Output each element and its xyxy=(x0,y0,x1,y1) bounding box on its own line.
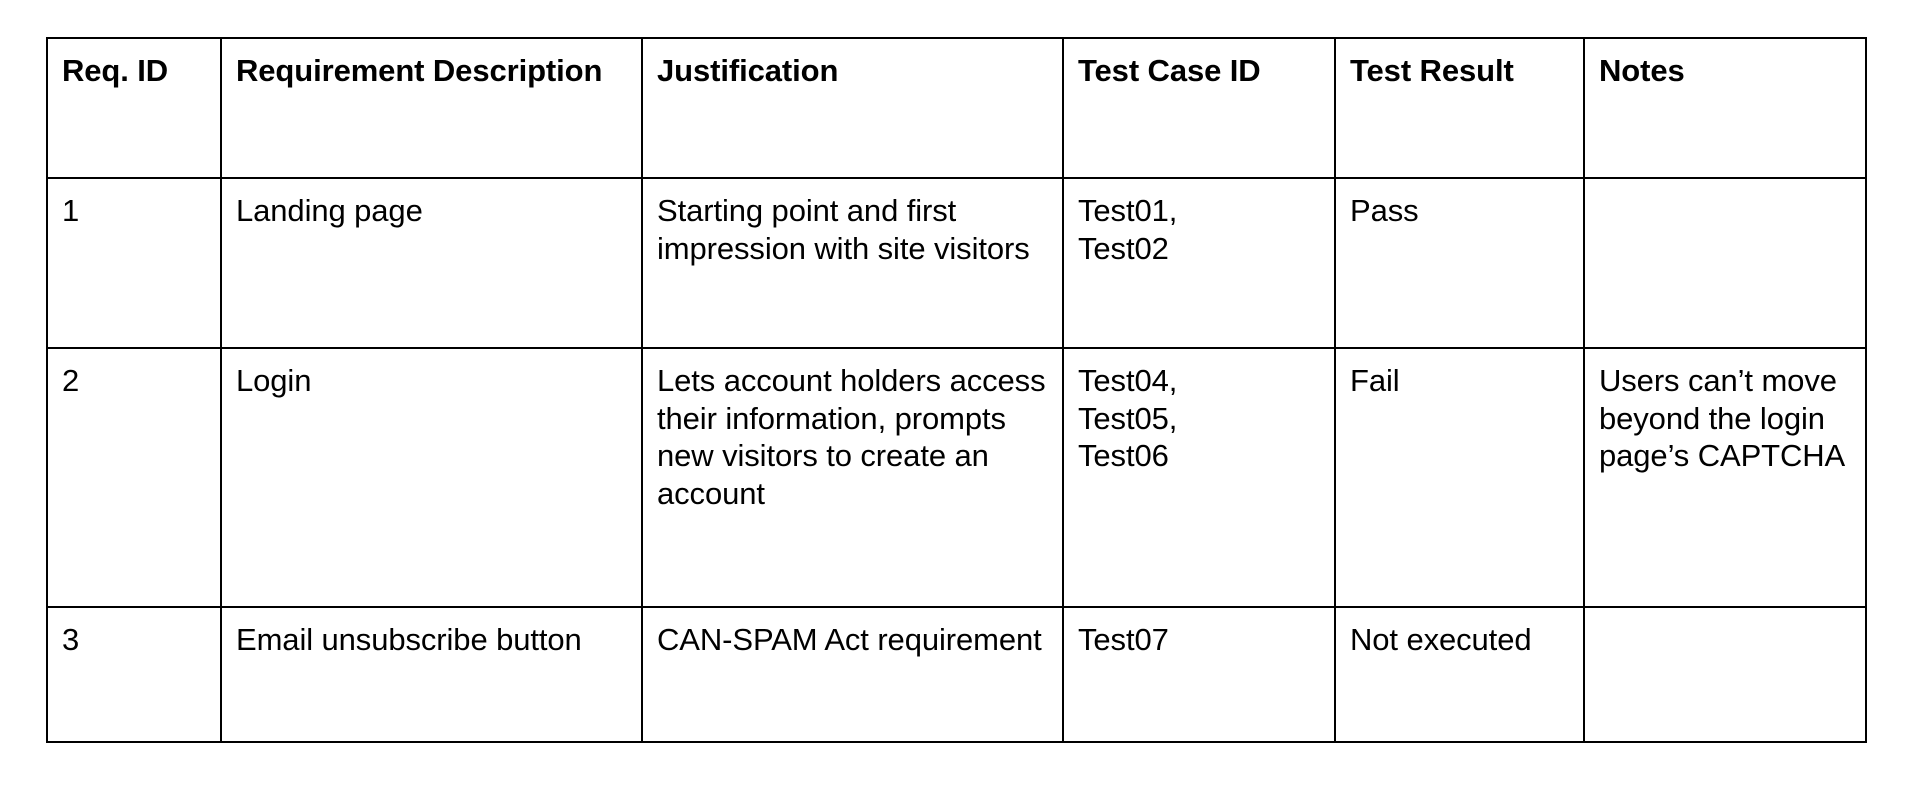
column-header-req-id-label: Req. ID xyxy=(62,53,169,88)
cell-justification: CAN-SPAM Act requirement xyxy=(641,606,1064,743)
cell-justification-text: Starting point and first impression with… xyxy=(657,193,1030,266)
column-header-justification-label: Justification xyxy=(657,53,839,88)
table-body: 1 Landing page Starting point and first … xyxy=(46,177,1867,743)
table-header: Req. ID Requirement Description Justific… xyxy=(46,37,1867,179)
cell-notes-text: Users can’t move beyond the login page’s… xyxy=(1599,363,1846,473)
requirements-traceability-table: Req. ID Requirement Description Justific… xyxy=(46,37,1867,743)
cell-test-case-id: Test01, Test02 xyxy=(1062,177,1336,349)
cell-requirement-description-text: Email unsubscribe button xyxy=(236,622,582,657)
column-header-requirement-description-label: Requirement Description xyxy=(236,53,603,88)
cell-justification: Lets account holders access their inform… xyxy=(641,347,1064,608)
cell-test-case-id-text: Test04, Test05, Test06 xyxy=(1078,363,1178,473)
column-header-requirement-description: Requirement Description xyxy=(220,37,643,179)
cell-test-result: Not executed xyxy=(1334,606,1585,743)
column-header-test-result-label: Test Result xyxy=(1350,53,1514,88)
cell-req-id: 1 xyxy=(46,177,222,349)
column-header-test-case-id: Test Case ID xyxy=(1062,37,1336,179)
cell-req-id: 2 xyxy=(46,347,222,608)
cell-req-id: 3 xyxy=(46,606,222,743)
table-header-row: Req. ID Requirement Description Justific… xyxy=(46,37,1867,179)
cell-test-result-text: Not executed xyxy=(1350,622,1532,657)
cell-notes xyxy=(1583,606,1867,743)
cell-requirement-description: Landing page xyxy=(220,177,643,349)
table-row: 3 Email unsubscribe button CAN-SPAM Act … xyxy=(46,606,1867,743)
cell-requirement-description-text: Login xyxy=(236,363,312,398)
cell-notes xyxy=(1583,177,1867,349)
cell-test-case-id: Test07 xyxy=(1062,606,1336,743)
cell-notes: Users can’t move beyond the login page’s… xyxy=(1583,347,1867,608)
column-header-justification: Justification xyxy=(641,37,1064,179)
column-header-test-result: Test Result xyxy=(1334,37,1585,179)
cell-req-id-text: 3 xyxy=(62,622,80,657)
column-header-notes-label: Notes xyxy=(1599,53,1685,88)
cell-req-id-text: 2 xyxy=(62,363,80,398)
cell-test-case-id-text: Test07 xyxy=(1078,622,1169,657)
table-row: 2 Login Lets account holders access thei… xyxy=(46,347,1867,608)
cell-requirement-description: Login xyxy=(220,347,643,608)
cell-test-result-text: Pass xyxy=(1350,193,1419,228)
cell-justification-text: Lets account holders access their inform… xyxy=(657,363,1046,511)
column-header-test-case-id-label: Test Case ID xyxy=(1078,53,1261,88)
cell-justification-text: CAN-SPAM Act requirement xyxy=(657,622,1042,657)
column-header-notes: Notes xyxy=(1583,37,1867,179)
cell-test-case-id: Test04, Test05, Test06 xyxy=(1062,347,1336,608)
column-header-req-id: Req. ID xyxy=(46,37,222,179)
table-row: 1 Landing page Starting point and first … xyxy=(46,177,1867,349)
cell-test-case-id-text: Test01, Test02 xyxy=(1078,193,1178,266)
cell-test-result: Fail xyxy=(1334,347,1585,608)
cell-test-result-text: Fail xyxy=(1350,363,1400,398)
cell-test-result: Pass xyxy=(1334,177,1585,349)
cell-justification: Starting point and first impression with… xyxy=(641,177,1064,349)
cell-requirement-description: Email unsubscribe button xyxy=(220,606,643,743)
cell-requirement-description-text: Landing page xyxy=(236,193,423,228)
cell-req-id-text: 1 xyxy=(62,193,80,228)
